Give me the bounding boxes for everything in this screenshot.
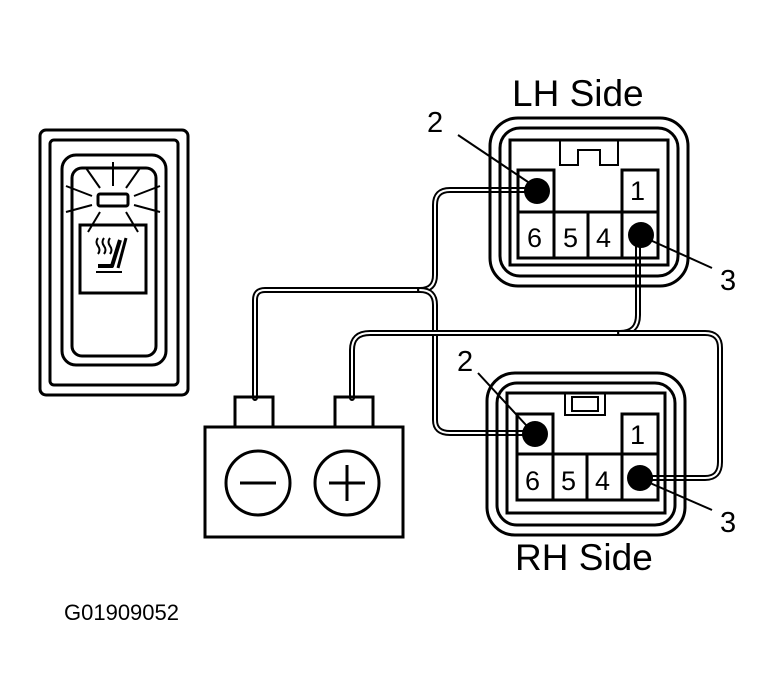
- wiring-harness: [252, 187, 723, 481]
- lh-callout-2: 2: [427, 107, 443, 139]
- figure-id: G01909052: [64, 600, 179, 625]
- battery: [203, 395, 405, 539]
- rh-pin-2-probe: [522, 421, 548, 447]
- lh-pin-5-label: 5: [563, 223, 578, 253]
- seat-heater-switch: [38, 128, 190, 397]
- rh-pin-5-label: 5: [561, 466, 576, 496]
- lh-side-label: LH Side: [512, 73, 644, 114]
- rh-callout-2: 2: [457, 346, 473, 378]
- seat-heater-icon: [95, 237, 128, 273]
- positive-terminal-icon: [313, 449, 381, 517]
- lh-pin-1-label: 1: [630, 176, 645, 206]
- lh-pin-3-probe: [628, 222, 654, 248]
- rh-pin-6-label: 6: [525, 466, 540, 496]
- indicator-light-icon: [65, 162, 161, 233]
- rh-side-label: RH Side: [515, 537, 653, 578]
- rh-pin-3-probe: [627, 465, 653, 491]
- rh-pin-4-label: 4: [595, 466, 610, 496]
- lh-pin-6-label: 6: [527, 223, 542, 253]
- lh-callout-3: 3: [720, 265, 736, 297]
- rh-connector: [485, 371, 687, 537]
- lh-pin-2-probe: [524, 178, 550, 204]
- rh-pin-1-label: 1: [630, 420, 645, 450]
- rh-callout-3: 3: [720, 507, 736, 539]
- lh-pin-4-label: 4: [596, 223, 611, 253]
- lh-connector: [488, 116, 690, 288]
- negative-terminal-icon: [224, 449, 292, 517]
